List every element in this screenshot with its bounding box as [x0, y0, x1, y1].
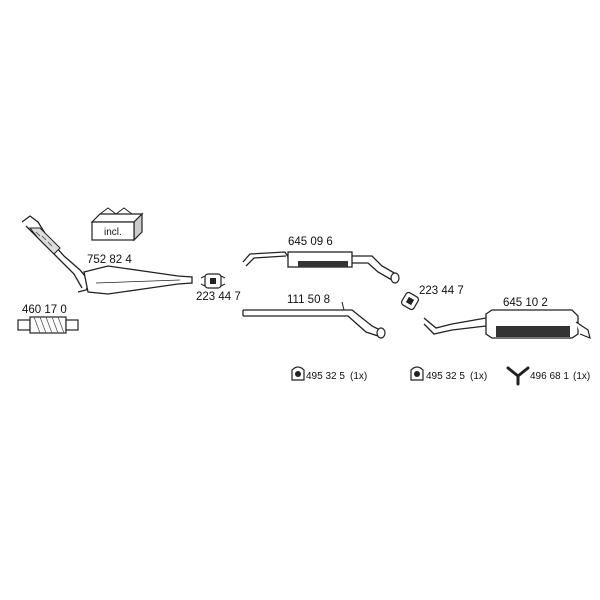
flexible-pipe-number: 460 17 0 — [22, 304, 67, 316]
accessory-3-qty: (1x) — [573, 371, 590, 382]
front-pipe-catalyst-icon — [21, 215, 193, 295]
y-hanger-icon — [506, 366, 530, 386]
intermediate-pipe-number: 111 50 8 — [287, 294, 330, 306]
rubber-mount-icon — [410, 366, 424, 381]
accessory-3-number: 496 68 1 — [530, 371, 569, 382]
clamp-icon — [200, 273, 226, 289]
clamp-icon — [400, 291, 420, 311]
accessory-1-qty: (1x) — [350, 371, 367, 382]
rear-silencer-icon — [423, 309, 591, 339]
middle-silencer-icon — [242, 251, 400, 284]
front-pipe-catalyst-number: 752 82 4 — [87, 254, 132, 266]
accessory-2-qty: (1x) — [470, 371, 487, 382]
accessory-1-number: 495 32 5 — [306, 371, 345, 382]
clamp-1-number: 223 44 7 — [196, 291, 241, 303]
mounting-kit-box-icon — [90, 207, 144, 242]
middle-silencer-number: 645 09 6 — [288, 236, 333, 248]
incl-label: incl. — [104, 227, 122, 238]
clamp-2-number: 223 44 7 — [419, 285, 464, 297]
rear-silencer-number: 645 10 2 — [503, 297, 548, 309]
flexible-pipe-icon — [17, 316, 79, 334]
intermediate-pipe-icon — [242, 301, 386, 339]
accessory-2-number: 495 32 5 — [426, 371, 465, 382]
rubber-mount-icon — [291, 366, 305, 381]
